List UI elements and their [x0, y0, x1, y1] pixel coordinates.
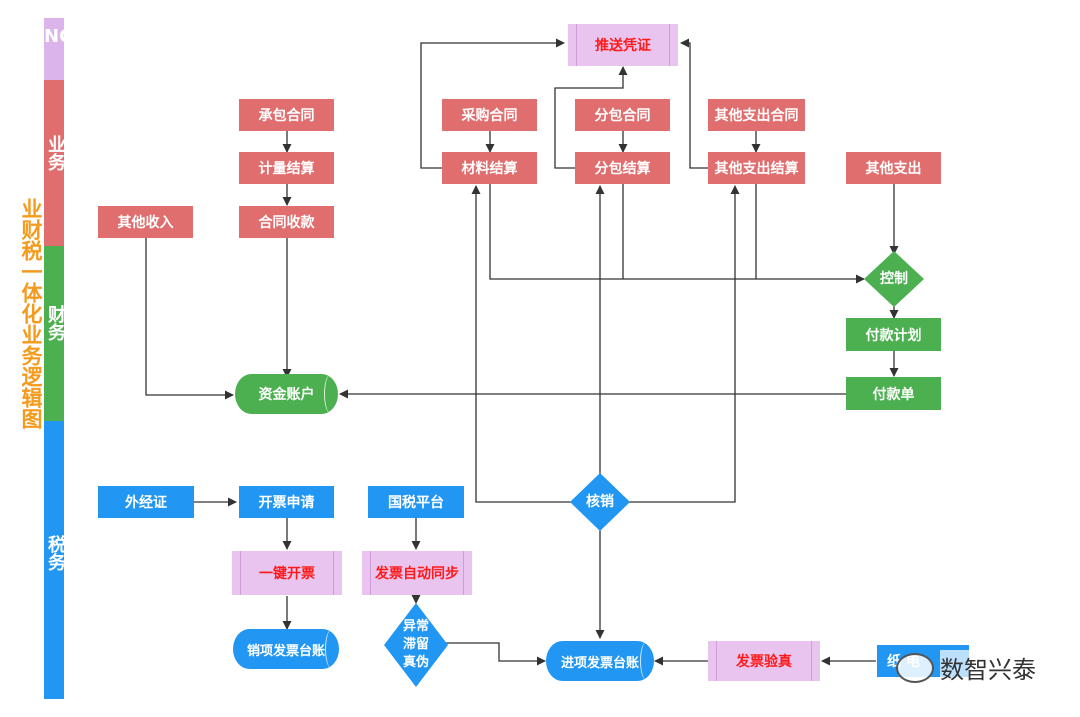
- lane-tax-label: 税务: [45, 535, 66, 571]
- other-exp-node: 其他支出: [846, 152, 941, 184]
- wechat-icon: [896, 652, 934, 683]
- sales-ledger-cylinder-cap: [325, 629, 339, 669]
- diagram-title: 业财税一体化业务逻辑图: [19, 198, 43, 429]
- other-income-node: 其他收入: [98, 206, 193, 238]
- watermark-text: 数智兴泰: [940, 650, 1036, 685]
- control-decision: 控制: [864, 251, 924, 307]
- invoice-apply-node: 开票申请: [239, 486, 334, 518]
- lane-finance-label: 财务: [45, 305, 66, 341]
- contract-receipt-node: 合同收款: [239, 206, 334, 238]
- verify-label: 核销: [586, 494, 614, 510]
- sub-contract-node: 分包合同: [575, 99, 670, 131]
- fund-account-cylinder-cap: [324, 374, 338, 414]
- other-exp-settle-node: 其他支出结算: [708, 152, 805, 184]
- abnormal-label: 异常滞留真伪: [402, 619, 429, 670]
- sales-ledger-node: 销项发票台账: [233, 629, 339, 669]
- lane-finance-strip: [44, 246, 64, 421]
- material-settle-node: 材料结算: [442, 152, 537, 184]
- lane-tax-strip: [44, 421, 64, 699]
- input-ledger-cylinder-cap: [640, 641, 654, 681]
- one-click-invoice-node: 一键开票: [232, 551, 342, 595]
- other-exp-contract-node: 其他支出合同: [708, 99, 805, 131]
- verify-decision: 核销: [570, 473, 630, 531]
- control-label: 控制: [880, 271, 908, 287]
- sales-ledger-label: 销项发票台账: [246, 643, 325, 659]
- pay-plan-node: 付款计划: [846, 318, 941, 351]
- lane-nc-strip: [44, 18, 64, 80]
- watermark: 数智兴泰: [896, 650, 1036, 685]
- foreign-cert-node: 外经证: [98, 486, 194, 518]
- push-voucher-node: 推送凭证: [568, 24, 678, 66]
- fund-account-node: 资金账户: [235, 374, 338, 414]
- purchase-contract-node: 采购合同: [442, 99, 537, 131]
- fund-account-label: 资金账户: [258, 387, 315, 403]
- verify-diamond-shape: [570, 473, 630, 531]
- sub-settle-node: 分包结算: [575, 152, 670, 184]
- lane-business-label: 业务: [45, 135, 66, 171]
- control-diamond-shape: [864, 251, 924, 307]
- pay-order-node: 付款单: [846, 377, 941, 410]
- contract-node: 承包合同: [239, 99, 334, 131]
- tax-platform-node: 国税平台: [368, 486, 464, 518]
- abnormal-diamond-shape: [384, 603, 448, 687]
- invoice-sync-node: 发票自动同步: [362, 551, 472, 595]
- abnormal-decision: 异常滞留真伪: [384, 603, 448, 687]
- measure-settle-node: 计量结算: [239, 152, 334, 184]
- input-ledger-node: 进项发票台账: [546, 641, 654, 681]
- lane-business-strip: [44, 80, 64, 246]
- input-ledger-label: 进项发票台账: [560, 655, 639, 671]
- invoice-verify-node: 发票验真: [708, 641, 820, 681]
